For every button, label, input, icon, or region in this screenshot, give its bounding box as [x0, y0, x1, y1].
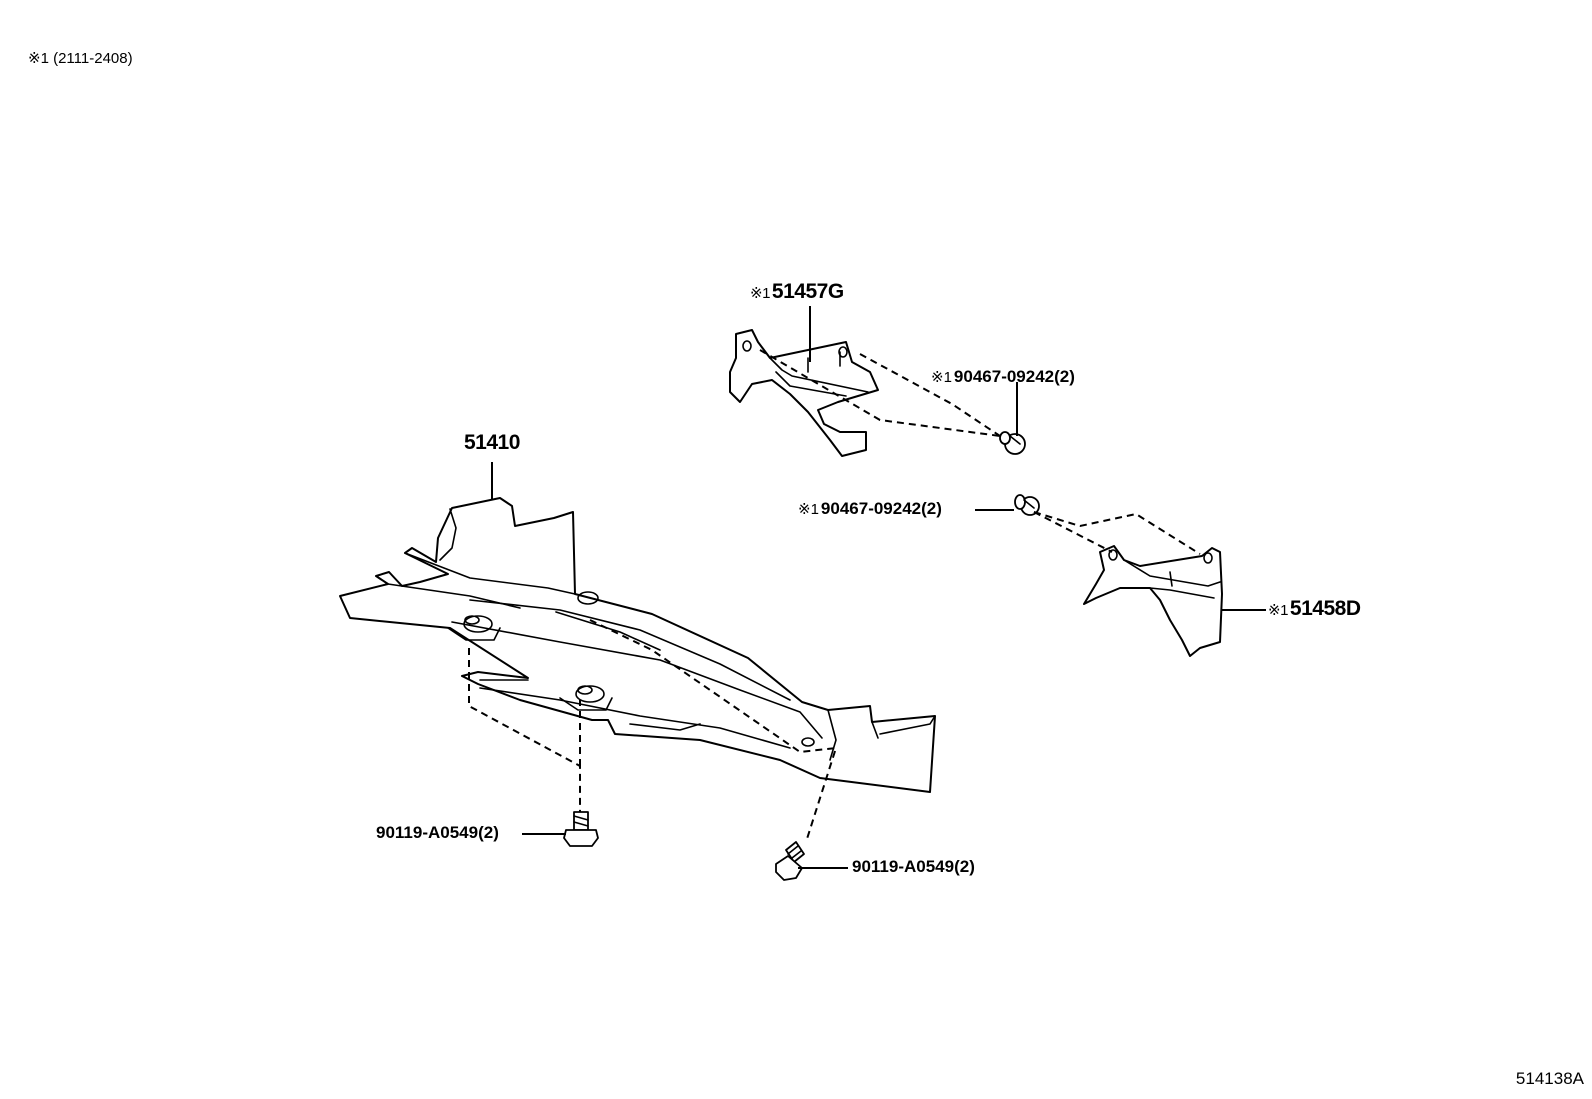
- part-number: 51457G: [771, 280, 844, 303]
- part-number: 90119-A0549(2): [852, 857, 975, 876]
- label-bolt-left[interactable]: 90119-A0549(2): [376, 824, 499, 841]
- diagram-code: 514138A: [1515, 1069, 1584, 1088]
- bolt-right[interactable]: [775, 841, 805, 881]
- note-mark: ※1: [798, 501, 819, 518]
- label-bolt-right[interactable]: 90119-A0549(2): [852, 858, 975, 875]
- side-cover-51457g[interactable]: [729, 329, 879, 457]
- note-mark: ※1: [750, 285, 770, 302]
- note-range: (2111-2408): [53, 50, 133, 67]
- part-number: 51410: [464, 431, 520, 454]
- part-number: 90467-09242(2): [953, 367, 1075, 386]
- label-51458d[interactable]: ※151458D: [1268, 597, 1361, 620]
- leader-lines: [491, 306, 1266, 869]
- clip-lower[interactable]: [1014, 494, 1040, 516]
- clip-upper[interactable]: [999, 431, 1026, 455]
- note-mark: ※1: [28, 50, 49, 67]
- bolt-left[interactable]: [563, 811, 599, 847]
- note-mark: ※1: [1268, 602, 1288, 619]
- applicability-note: ※1 (2111-2408): [28, 49, 133, 67]
- label-51457g[interactable]: ※151457G: [750, 281, 844, 302]
- side-cover-51458d[interactable]: [1083, 545, 1223, 657]
- engine-under-cover-51410[interactable]: [339, 497, 936, 793]
- label-51410[interactable]: 51410: [464, 432, 520, 453]
- note-mark: ※1: [931, 369, 952, 386]
- installation-lines: [468, 349, 1201, 843]
- part-number: 90467-09242(2): [820, 499, 942, 518]
- part-number: 90119-A0549(2): [376, 823, 499, 842]
- part-number: 51458D: [1289, 597, 1361, 620]
